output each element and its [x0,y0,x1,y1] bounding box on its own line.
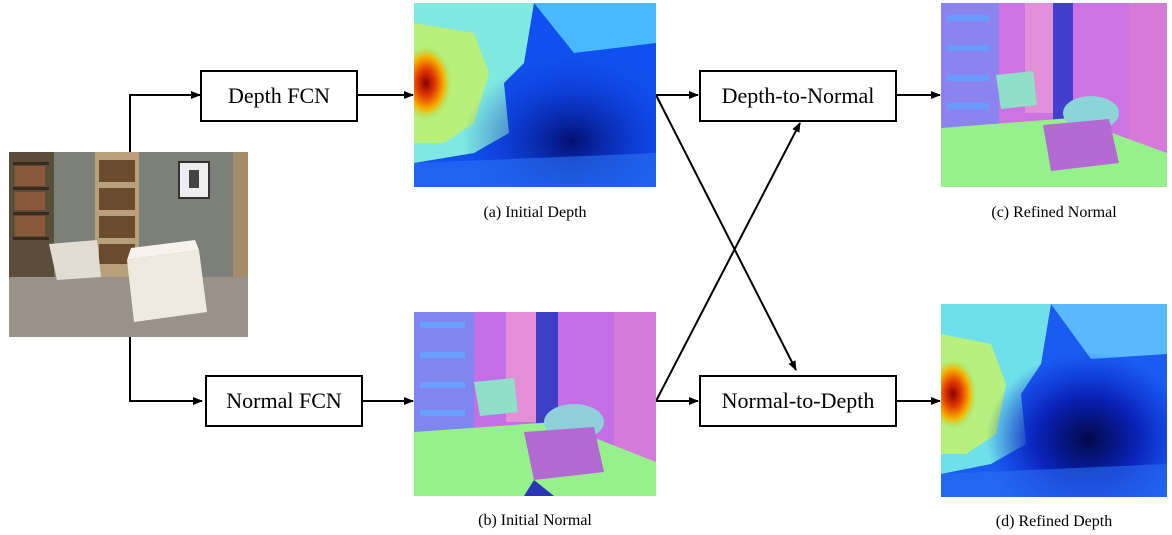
initial-depth-image [414,3,656,187]
normal-to-depth-box: Normal-to-Depth [699,375,897,427]
refined-normal-image [941,3,1167,187]
input-rgb-image [9,152,248,337]
depth-fcn-box: Depth FCN [200,70,358,122]
arrow-initial-depth-to-normal-to-depth [655,94,797,371]
refined-depth-caption: (d) Refined Depth [995,513,1113,530]
refined-depth-image [941,304,1167,497]
arrow-input-to-depth-fcn [129,91,201,152]
normal-to-depth-label: Normal-to-Depth [721,388,875,413]
arrow-input-to-normal-fcn [129,337,203,405]
refined-normal-caption: (c) Refined Normal [991,204,1117,221]
initial-normal-caption: (b) Initial Normal [478,512,592,529]
initial-depth-caption: (a) Initial Depth [483,204,587,221]
depth-to-normal-box: Depth-to-Normal [699,70,897,122]
normal-fcn-label: Normal FCN [226,388,342,413]
arrow-initial-normal-to-depth-to-normal [655,122,801,402]
normal-fcn-box: Normal FCN [205,375,363,427]
depth-to-normal-label: Depth-to-Normal [721,83,875,108]
depth-fcn-label: Depth FCN [227,83,331,108]
initial-normal-image [414,312,656,496]
